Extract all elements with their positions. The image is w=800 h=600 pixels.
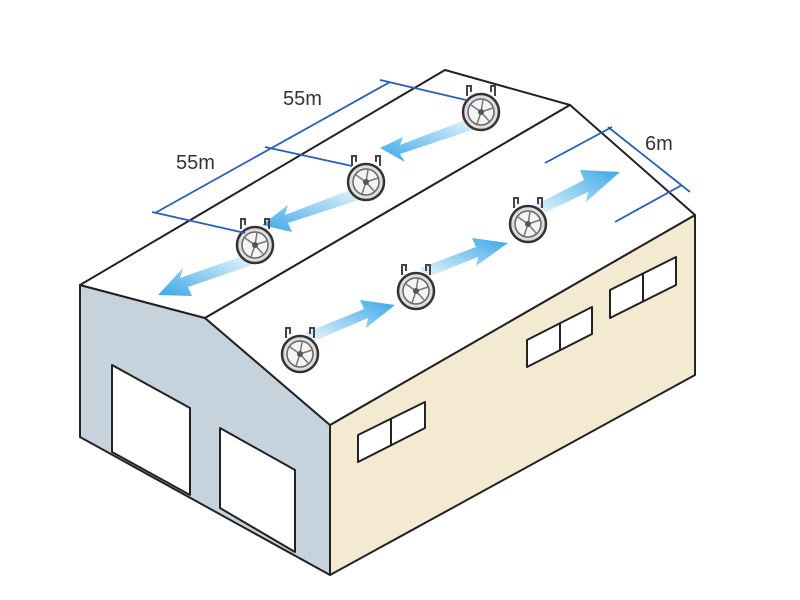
- door-left[interactable]: [111, 364, 191, 496]
- dimension-lines: [151, 79, 691, 234]
- dimension-label-width: 6m: [645, 133, 673, 155]
- dimension-label-length-top: 55m: [283, 88, 322, 110]
- door-right[interactable]: [219, 427, 296, 553]
- dimension-label-length-left: 55m: [176, 152, 215, 174]
- airflow-arrows: [158, 118, 620, 342]
- windows: [357, 256, 677, 463]
